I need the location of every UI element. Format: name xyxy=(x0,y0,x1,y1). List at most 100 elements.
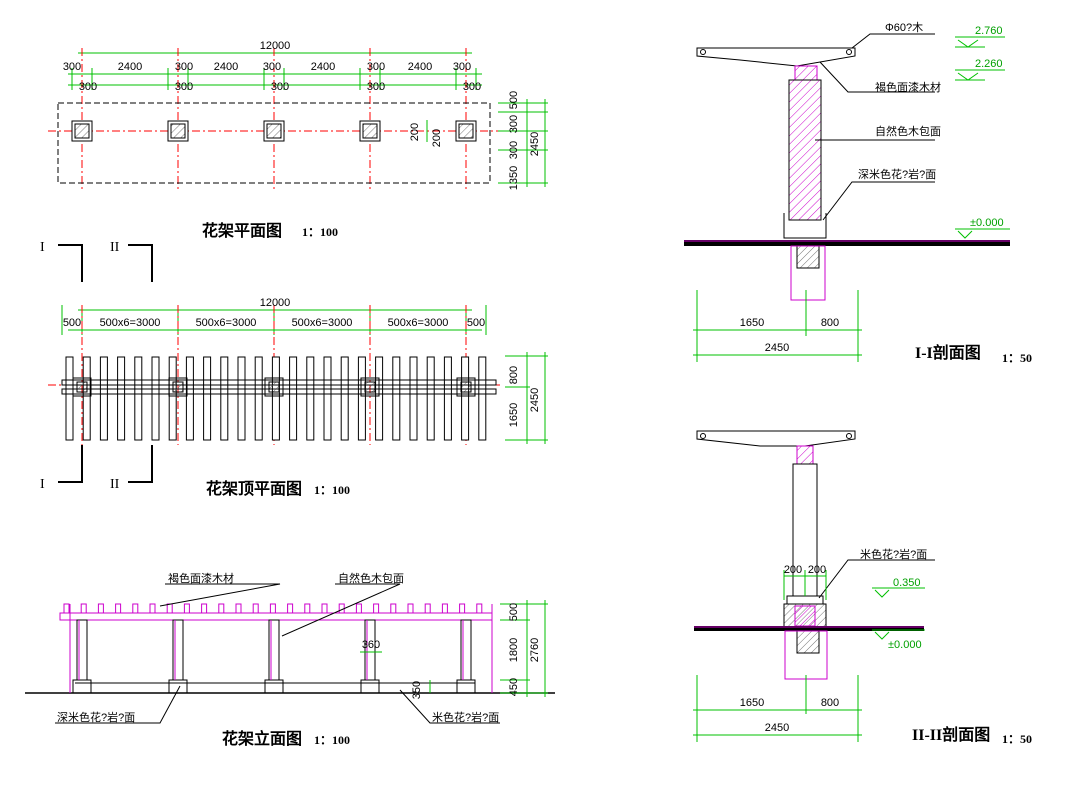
top-span-dim: 500x6=3000 xyxy=(196,317,257,329)
elev-rafter-end xyxy=(476,603,483,614)
elev-base-dim: 350 xyxy=(411,681,423,699)
section-1-view: Φ60?木 褐色面漆木材 自然色木包面 深米色花?岩?面 2.760 2.260… xyxy=(684,21,1032,365)
plan-post-width-dim: 300 xyxy=(463,81,481,93)
s2-dim-1: 1650 xyxy=(740,697,764,709)
s2-callout-1: 米色花?岩?面 xyxy=(860,547,927,561)
s2-total: 2450 xyxy=(765,722,789,734)
elev-rafter-end xyxy=(321,603,328,614)
top-rafter xyxy=(289,356,298,441)
plan-total-depth: 2450 xyxy=(529,132,541,156)
s1-level-3: ±0.000 xyxy=(970,217,1004,229)
top-rafter xyxy=(443,356,452,441)
top-rafter xyxy=(271,356,280,441)
top-post xyxy=(456,377,476,397)
elev-rafter-end xyxy=(287,603,294,614)
elev-callout-4: 米色花?岩?面 xyxy=(432,710,499,724)
plan-span-dim: 300 xyxy=(367,61,385,73)
s2-scale: 1：50 xyxy=(1002,732,1032,746)
s1-total: 2450 xyxy=(765,342,789,354)
s1-beam xyxy=(696,47,856,67)
elev-rafter-end xyxy=(407,603,414,614)
elev-rafter-end xyxy=(201,603,208,614)
elev-callout-1: 褐色面漆木材 xyxy=(168,571,234,585)
s1-level-2: 2.260 xyxy=(975,58,1003,70)
top-span-dim: 500x6=3000 xyxy=(100,317,161,329)
top-rafter xyxy=(203,356,212,441)
elev-title: 花架立面图 xyxy=(222,729,302,748)
s1-footing xyxy=(790,245,826,301)
top-depth-1: 800 xyxy=(508,366,520,384)
cut-mark-two-bottom: II xyxy=(110,477,120,492)
s1-title: I-I剖面图 xyxy=(915,343,981,362)
top-plan-title: 花架顶平面图 xyxy=(206,479,302,498)
s2-dim-2: 800 xyxy=(821,697,839,709)
elev-rafter-end xyxy=(424,603,431,614)
top-overall-dim: 12000 xyxy=(260,297,291,309)
plan-title: 花架平面图 xyxy=(202,221,282,240)
elev-rafter-end xyxy=(149,603,156,614)
plan-span-dim: 300 xyxy=(263,61,281,73)
elevation-view: 500 1800 450 2760 360 350 褐色面漆木材 自然色木包面 … xyxy=(25,571,555,748)
top-total-depth: 2450 xyxy=(529,388,541,412)
plan-depth-3: 300 xyxy=(508,141,520,159)
elev-rafter-end xyxy=(441,603,448,614)
s1-callout-3: 自然色木包面 xyxy=(875,124,941,138)
top-rafter xyxy=(82,356,91,441)
elev-rafter-end xyxy=(132,603,139,614)
plan-span-dim: 2400 xyxy=(118,61,142,73)
s1-joint xyxy=(794,65,818,81)
elev-depth-2: 1800 xyxy=(508,638,520,662)
top-rafter xyxy=(168,356,177,441)
s2-level-1: 0.350 xyxy=(893,577,921,589)
top-span-dim: 500x6=3000 xyxy=(388,317,449,329)
s1-ground xyxy=(684,240,1010,246)
plan-depth-2: 300 xyxy=(508,115,520,133)
elev-rafter-end xyxy=(166,603,173,614)
elev-rafter-end xyxy=(235,603,242,614)
plan-span-dim: 300 xyxy=(175,61,193,73)
s2-top-dim-2: 200 xyxy=(808,564,826,576)
top-rafter xyxy=(375,356,384,441)
top-rafter xyxy=(409,356,418,441)
elev-rafter-end xyxy=(63,603,70,614)
elev-callout-3: 深米色花?岩?面 xyxy=(57,710,135,724)
plan-scale: 1：100 xyxy=(302,225,338,239)
top-rafter xyxy=(478,356,487,441)
elev-post-base xyxy=(168,679,188,694)
elev-rafter-end xyxy=(390,603,397,614)
elev-post-base xyxy=(264,679,284,694)
top-rafter xyxy=(185,356,194,441)
plan-inner-1: 200 xyxy=(409,123,421,141)
top-rafter xyxy=(306,356,315,441)
plan-depth-1: 500 xyxy=(508,91,520,109)
top-rafter xyxy=(117,356,126,441)
elev-depth-3: 450 xyxy=(508,678,520,696)
s1-callout-2: 褐色面漆木材 xyxy=(875,80,941,94)
elev-post-base xyxy=(456,679,476,694)
s2-joint xyxy=(796,445,814,465)
cut-mark-one-bottom: I xyxy=(40,477,45,492)
top-rafter xyxy=(220,356,229,441)
s2-beam xyxy=(696,430,856,447)
top-rafter xyxy=(65,356,74,441)
elev-post-base xyxy=(360,679,380,694)
top-rafter xyxy=(134,356,143,441)
top-rafter xyxy=(254,356,263,441)
s1-callout-4: 深米色花?岩?面 xyxy=(858,167,936,181)
s1-scale: 1：50 xyxy=(1002,351,1032,365)
top-rafter xyxy=(392,356,401,441)
elev-beam xyxy=(59,612,493,621)
s2-ground xyxy=(694,626,924,631)
elev-rafter-end xyxy=(304,603,311,614)
plan-span-dim: 300 xyxy=(63,61,81,73)
top-post xyxy=(168,377,188,397)
top-span-dim: 500 xyxy=(467,317,485,329)
elev-post-dim: 360 xyxy=(362,639,380,651)
elev-rafter-end xyxy=(355,603,362,614)
top-rafter xyxy=(323,356,332,441)
top-rafter xyxy=(340,356,349,441)
plan-post-width-dim: 300 xyxy=(175,81,193,93)
plan-span-dim: 300 xyxy=(453,61,471,73)
